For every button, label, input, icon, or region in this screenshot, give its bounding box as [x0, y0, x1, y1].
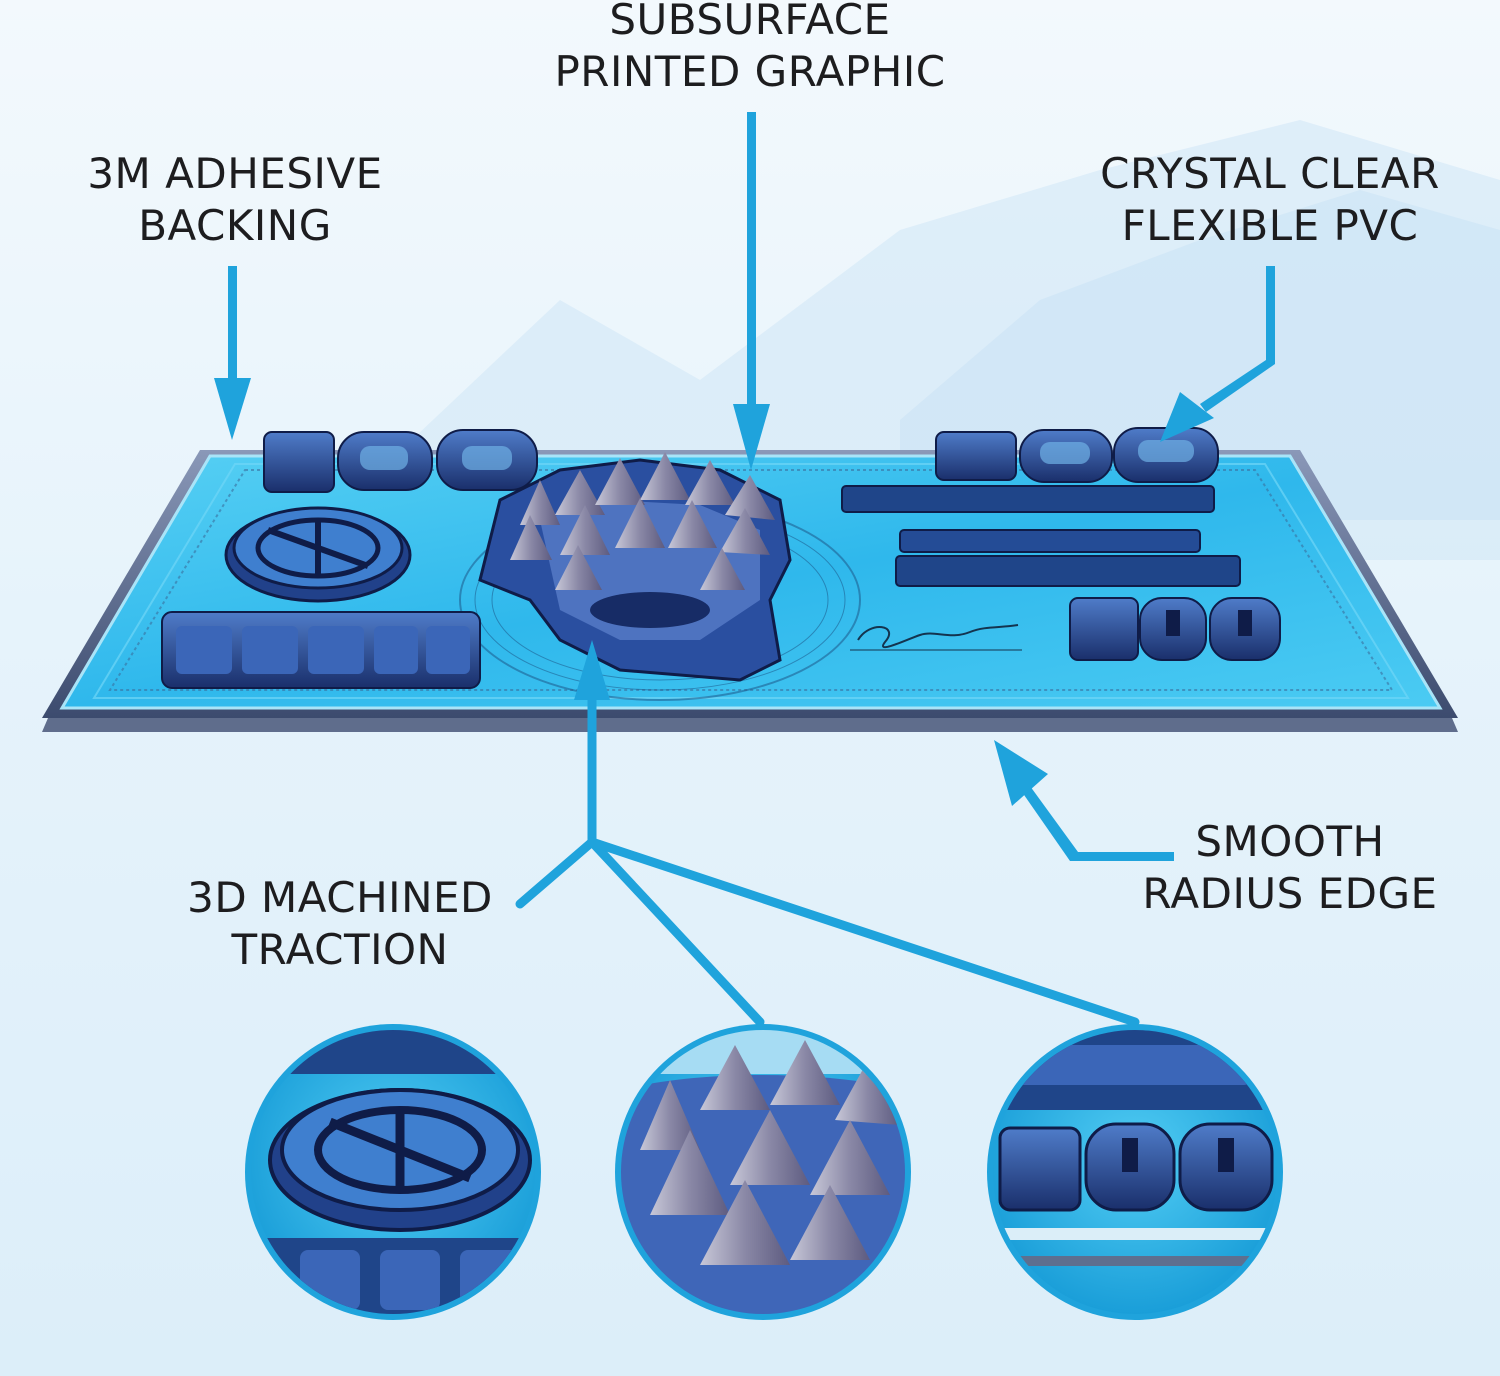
- raised-seal: [224, 506, 412, 603]
- branch-connector-icon: [515, 685, 1140, 1027]
- adhesive-arrow-shaft: [228, 266, 237, 384]
- raised-numerals-top-left: [263, 429, 538, 493]
- callout-3m-adhesive-backing: 3M ADHESIVE BACKING: [40, 148, 430, 252]
- callout-line: CRYSTAL CLEAR: [1100, 149, 1440, 198]
- raised-numerals-top-right: [935, 427, 1219, 483]
- callout-line: SUBSURFACE: [609, 0, 891, 44]
- diagonal-arrow-icon: [994, 740, 1048, 806]
- pad-border-print: [108, 469, 1394, 691]
- pad-edge: [42, 718, 1458, 732]
- detail-circle-spikes: [615, 1024, 911, 1320]
- detail-circle-numerals: [987, 1024, 1283, 1320]
- callout-line: 3M ADHESIVE: [87, 149, 383, 198]
- callout-line: BACKING: [138, 201, 332, 250]
- smooth-edge-arrow: [994, 740, 1174, 861]
- callout-line: SMOOTH: [1195, 817, 1385, 866]
- down-arrow-icon: [214, 378, 251, 440]
- traction-spikes: [510, 452, 775, 590]
- callout-arrows: [214, 112, 1275, 861]
- callout-subsurface-printed-graphic: SUBSURFACE PRINTED GRAPHIC: [450, 0, 1050, 98]
- printed-signature: [850, 624, 1022, 651]
- raised-numerals-bottom-right: [1069, 597, 1281, 661]
- down-arrow-icon: [733, 404, 770, 470]
- traction-pad: [42, 427, 1458, 732]
- callout-line: 3D MACHINED: [187, 873, 493, 922]
- pvc-arrow: [1160, 266, 1275, 442]
- callout-line: FLEXIBLE PVC: [1121, 201, 1419, 250]
- callout-line: RADIUS EDGE: [1142, 869, 1438, 918]
- callout-3d-machined-traction: 3D MACHINED TRACTION: [140, 872, 540, 976]
- raised-word-bottom-left: [161, 611, 481, 689]
- callout-line: TRACTION: [231, 925, 449, 974]
- callout-line: PRINTED GRAPHIC: [554, 47, 946, 96]
- callout-crystal-clear-flexible-pvc: CRYSTAL CLEAR FLEXIBLE PVC: [1060, 148, 1480, 252]
- diagonal-arrow-icon: [1160, 392, 1214, 442]
- raised-text-rows-right: [841, 485, 1241, 587]
- subsurface-arrow-shaft: [747, 112, 756, 408]
- callout-smooth-radius-edge: SMOOTH RADIUS EDGE: [1110, 816, 1470, 920]
- up-arrow-icon: [574, 640, 610, 700]
- detail-circle-seal: [245, 1024, 541, 1320]
